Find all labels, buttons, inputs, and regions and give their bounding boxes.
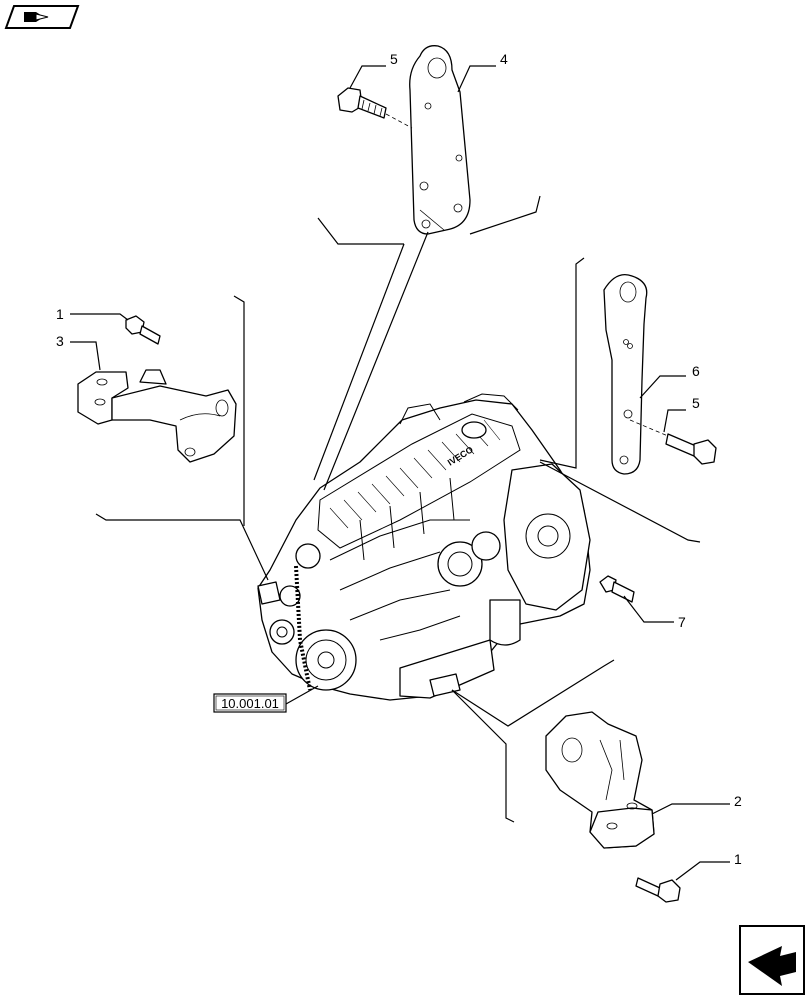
- bolt-part-7: [599, 575, 635, 603]
- callout-1-bottom: 1: [734, 851, 742, 867]
- next-page-arrow-icon[interactable]: [739, 925, 805, 995]
- leader-lines: [70, 65, 730, 881]
- callout-5-right: 5: [692, 395, 700, 411]
- callout-5-top: 5: [390, 51, 398, 67]
- bolt-part-1-top: [125, 315, 161, 345]
- reference-link-box[interactable]: 10.001.01: [213, 693, 287, 713]
- bolt-part-5-top: [337, 87, 413, 129]
- engine-assembly: IVECO: [257, 393, 591, 701]
- reference-link-label[interactable]: 10.001.01: [221, 696, 279, 711]
- callout-2: 2: [734, 793, 742, 809]
- bolt-part-5-right: [665, 433, 717, 465]
- callout-3: 3: [56, 333, 64, 349]
- mount-bracket-part-2: [545, 711, 655, 849]
- callout-1-top: 1: [56, 306, 64, 322]
- book-navigation-icon[interactable]: [4, 5, 80, 29]
- mount-bracket-part-3: [77, 369, 237, 463]
- bolt-part-1-bottom: [635, 877, 681, 903]
- callout-4: 4: [500, 51, 508, 67]
- bracket-part-6: [603, 273, 669, 475]
- callout-6: 6: [692, 363, 700, 379]
- bracket-part-4: [409, 45, 471, 235]
- callout-7: 7: [678, 614, 686, 630]
